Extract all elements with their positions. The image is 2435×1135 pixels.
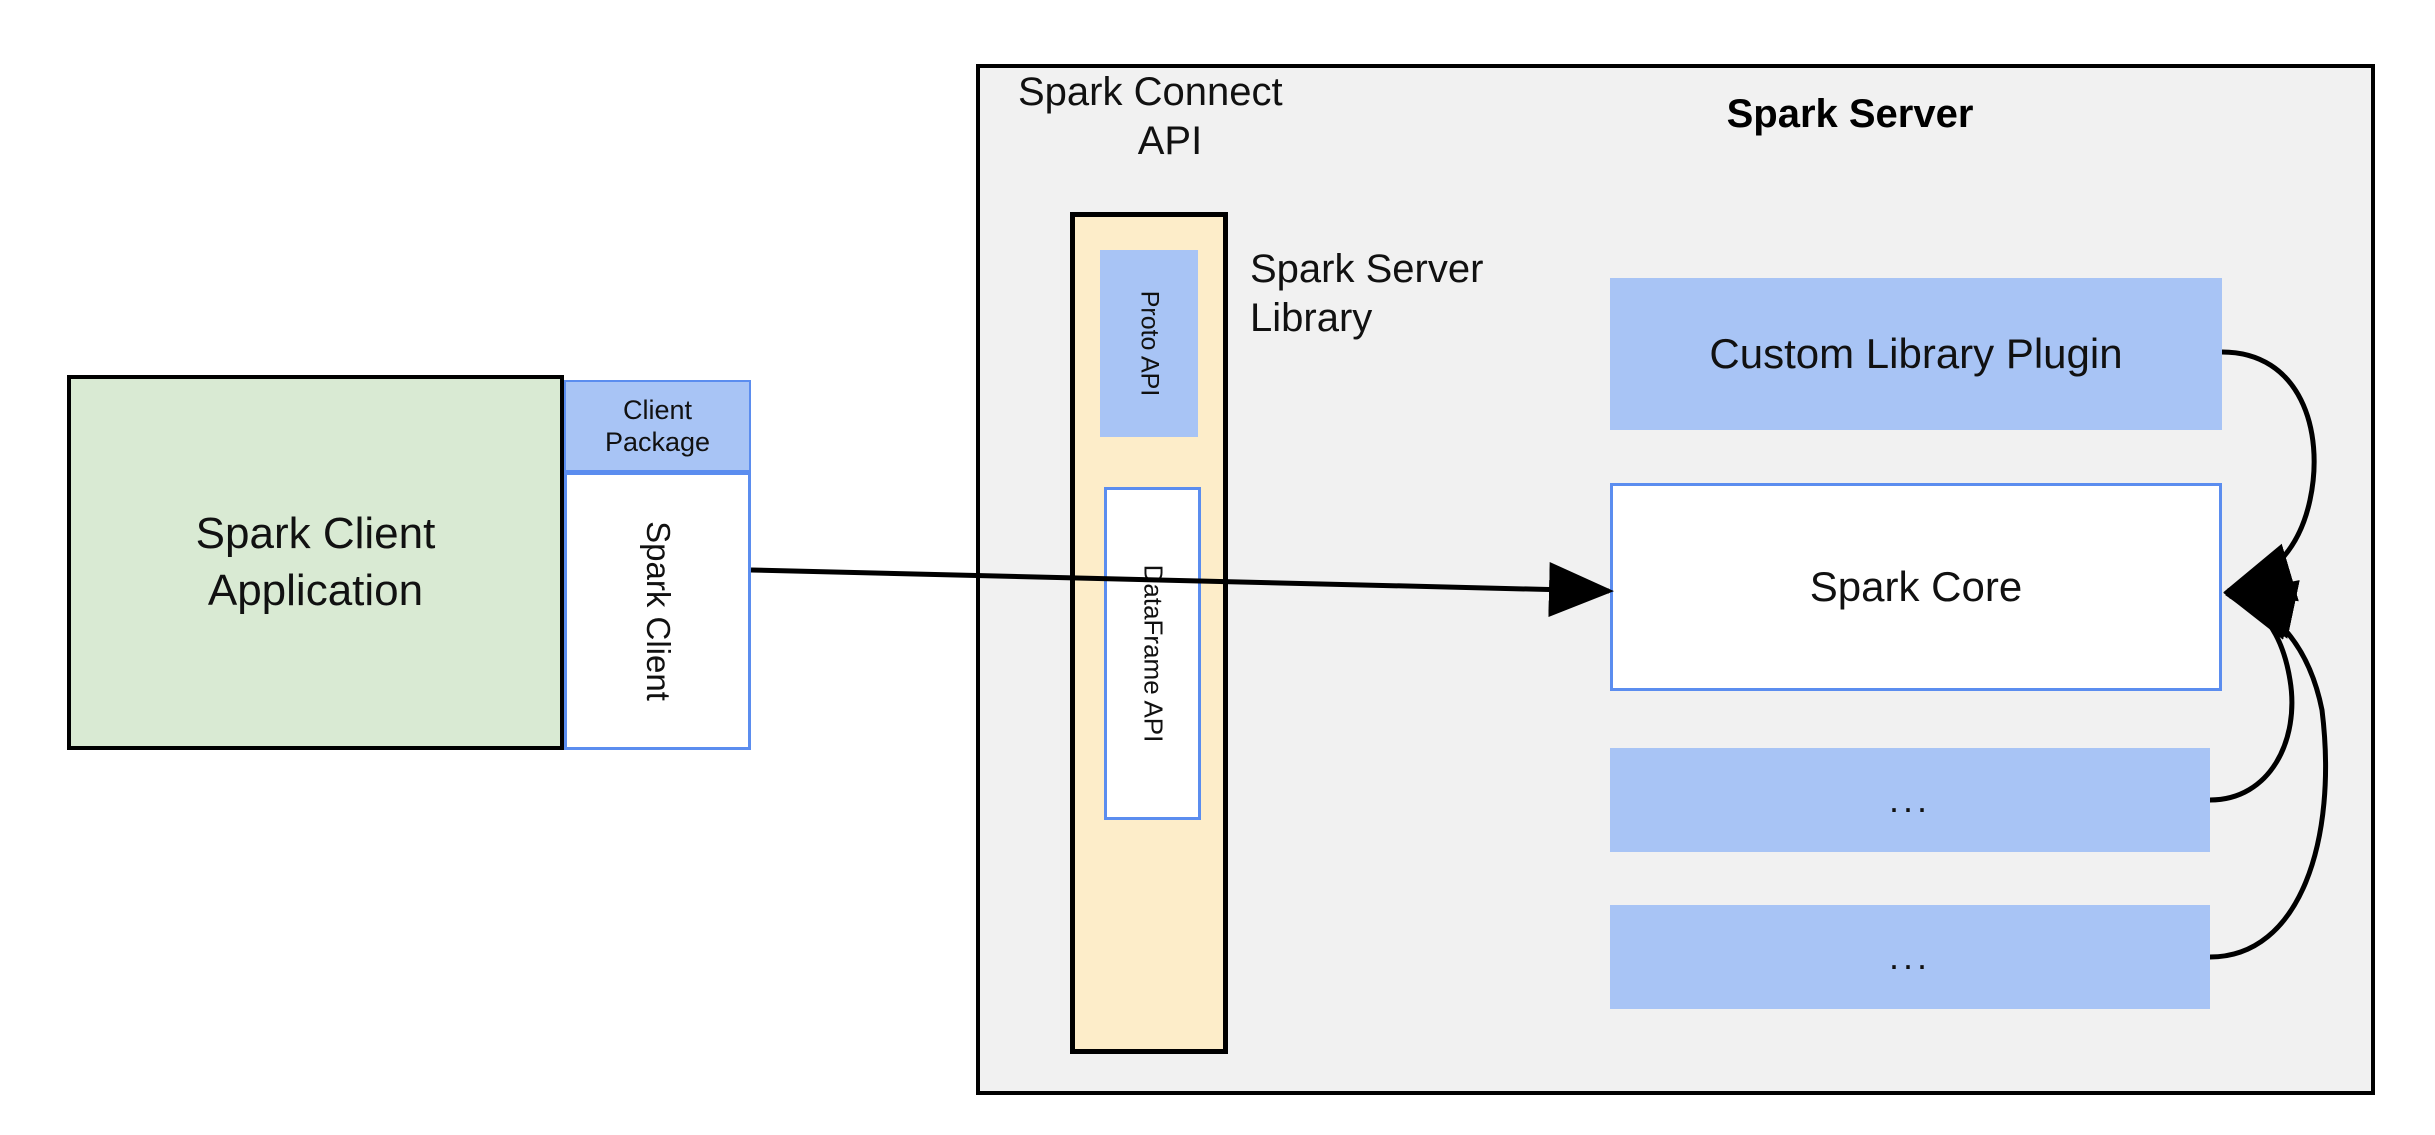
ellipsis-box-1[interactable]: ...: [1610, 748, 2210, 852]
spark-connect-api-label: Spark Connect API: [1010, 68, 1330, 166]
ellipsis-2-label: ...: [1888, 936, 1931, 977]
spark-client-label: Spark Client: [639, 521, 677, 701]
spark-client-box[interactable]: Spark Client: [564, 472, 751, 750]
ellipsis-box-2[interactable]: ...: [1610, 905, 2210, 1009]
spark-server-library-label: Spark Server Library: [1250, 245, 1580, 343]
ellipsis-1-label: ...: [1888, 779, 1931, 820]
spark-server-title: Spark Server: [1726, 92, 1974, 136]
client-package-line1: Client: [622, 394, 692, 425]
spark-core-box[interactable]: Spark Core: [1610, 483, 2222, 691]
spark-connect-api-label-line2: API: [1137, 118, 1203, 163]
custom-library-plugin-box[interactable]: Custom Library Plugin: [1610, 278, 2222, 430]
spark-core-label: Spark Core: [1809, 563, 2023, 610]
proto-api-box[interactable]: Proto API: [1100, 250, 1198, 437]
client-app-line1: Spark Client: [195, 509, 436, 559]
proto-api-label: Proto API: [1135, 290, 1164, 397]
dataframe-api-box[interactable]: DataFrame API: [1104, 487, 1201, 820]
spark-server-library-label-line1: Spark Server: [1250, 247, 1484, 291]
spark-server-library-label-line2: Library: [1250, 295, 1373, 340]
spark-connect-api-label-line1: Spark Connect: [1018, 70, 1283, 114]
client-package-line2: Package: [604, 427, 711, 457]
custom-library-plugin-label: Custom Library Plugin: [1709, 330, 2123, 377]
client-app-line2: Application: [207, 565, 424, 615]
dataframe-api-label: DataFrame API: [1138, 564, 1169, 743]
